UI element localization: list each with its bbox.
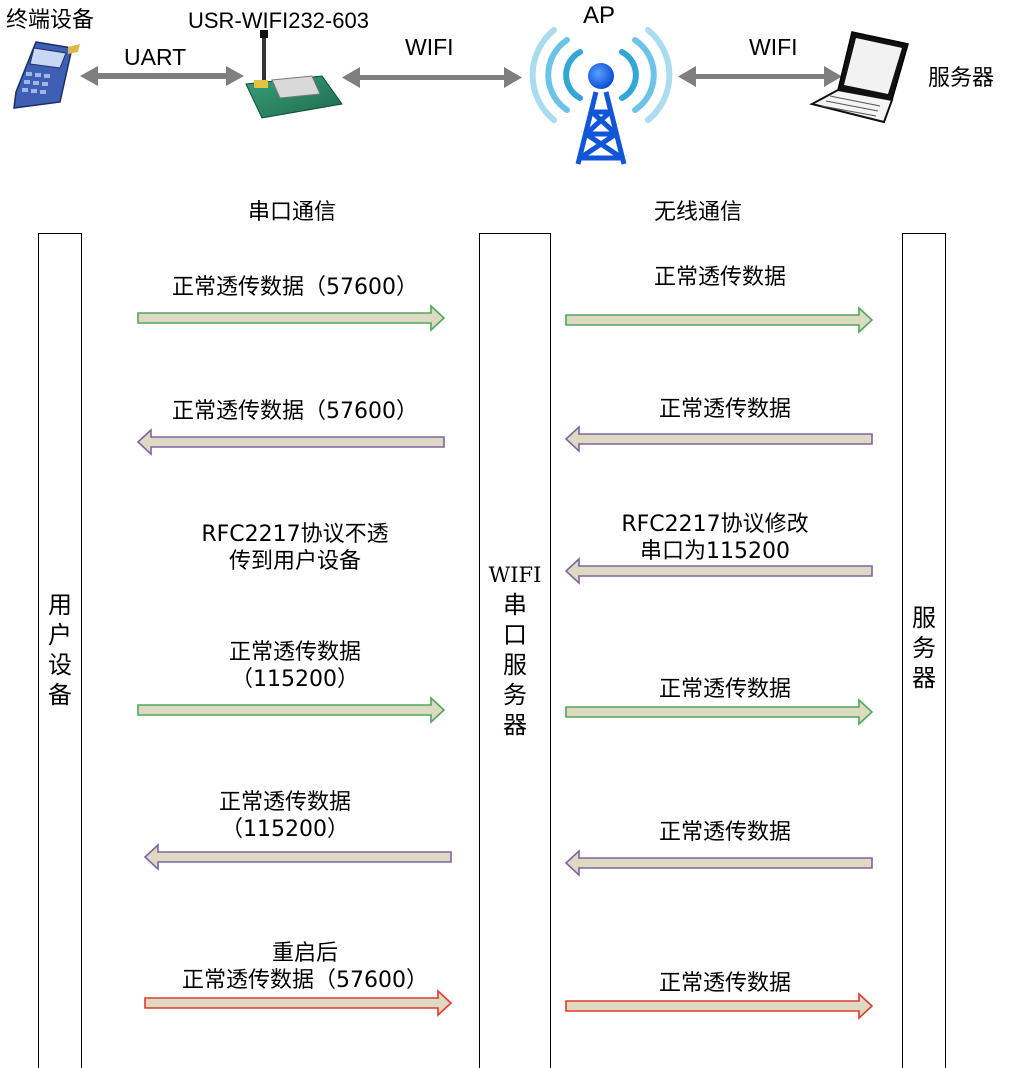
right-arrow-6: [565, 992, 874, 1020]
wifi-link-label-1: WIFI: [405, 34, 454, 60]
left-message-label-4: 正常透传数据 （115200）: [228, 640, 361, 692]
serial-section-title: 串口通信: [248, 200, 337, 225]
wifi-link-arrow-2: [678, 66, 842, 87]
laptop-server-icon: [809, 31, 909, 124]
module-label: USR-WIFI232-603: [188, 8, 369, 33]
topology-graphic: [13, 27, 909, 165]
right-message-label-2: 正常透传数据: [658, 397, 791, 422]
user-device-lane-label: 用 户 设 备: [48, 591, 72, 709]
left-arrow-4: [137, 696, 446, 724]
wifi-link-label-2: WIFI: [749, 34, 798, 60]
left-message-label-6: 重启后 正常透传数据（57600）: [182, 941, 428, 993]
user-device-lane: [38, 233, 82, 1068]
left-arrow-6: [144, 989, 453, 1017]
left-arrow-5: [143, 843, 452, 871]
right-message-label-6: 正常透传数据: [658, 971, 791, 996]
wifi-serial-server-lane-label: WIFI 串 口 服 务 器: [488, 563, 542, 739]
ap-tower-icon: [529, 27, 673, 165]
uart-link-label: UART: [124, 44, 187, 70]
wifi-link-arrow-1: [342, 67, 522, 88]
right-arrow-3: [564, 557, 873, 585]
server-lane-label: 服 务 器: [912, 604, 936, 692]
left-message-label-1: 正常透传数据（57600）: [172, 275, 418, 300]
right-arrow-5: [564, 849, 873, 877]
left-message-label-2: 正常透传数据（57600）: [172, 399, 418, 424]
left-arrow-1: [137, 304, 446, 332]
server-lane: [902, 233, 946, 1068]
right-message-label-1: 正常透传数据: [653, 265, 786, 290]
server-top-label: 服务器: [928, 66, 995, 91]
terminal-device-icon: [13, 41, 80, 109]
right-message-label-4: 正常透传数据: [658, 677, 791, 702]
terminal-label: 终端设备: [6, 8, 95, 33]
right-arrow-1: [565, 306, 874, 334]
wifi-serial-server-lane: [479, 233, 551, 1068]
wireless-section-title: 无线通信: [654, 200, 743, 225]
right-arrow-2: [564, 425, 873, 453]
right-message-label-3: RFC2217协议修改 串口为115200: [621, 512, 809, 564]
left-message-label-5: 正常透传数据 （115200）: [218, 790, 351, 842]
right-arrow-4: [565, 698, 874, 726]
left-arrow-2: [136, 428, 445, 456]
right-message-label-5: 正常透传数据: [658, 820, 791, 845]
wifi-module-icon: [245, 30, 343, 119]
ap-label: AP: [583, 2, 616, 29]
left-message-label-3: RFC2217协议不透 传到用户设备: [201, 522, 389, 574]
uart-link-arrow: [80, 66, 244, 86]
